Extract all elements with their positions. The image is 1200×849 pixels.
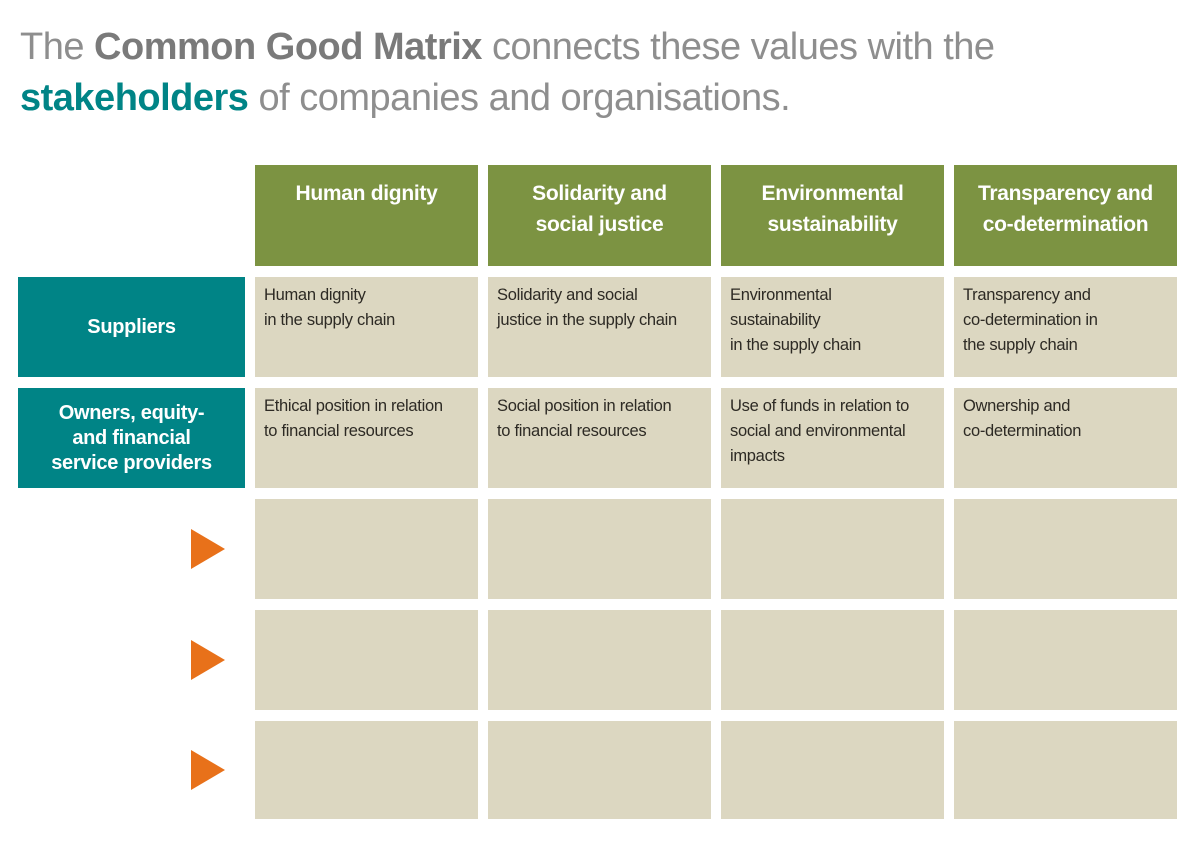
page-title: The Common Good Matrix connects these va…	[0, 0, 1200, 124]
matrix-cell-empty	[255, 721, 478, 819]
title-segment-accent: stakeholders	[20, 77, 249, 119]
matrix-cell-owners-transparency: Ownership and co-determination	[954, 388, 1177, 488]
title-segment: connects these values with the	[481, 26, 995, 68]
column-header-human-dignity: Human dignity	[255, 165, 478, 266]
row-header-arrow-2	[18, 610, 245, 710]
matrix-cell-owners-human-dignity: Ethical position in relation to financia…	[255, 388, 478, 488]
row-header-arrow-1	[18, 499, 245, 599]
corner-spacer	[18, 165, 245, 266]
common-good-matrix: Human dignity Solidarity and social just…	[18, 165, 1177, 819]
row-header-suppliers: Suppliers	[18, 277, 245, 377]
arrow-right-icon	[191, 529, 225, 569]
title-segment: The	[20, 26, 95, 68]
row-header-arrow-3	[18, 721, 245, 819]
matrix-cell-empty	[954, 499, 1177, 599]
column-header-environmental-sustainability: Environmental sustainability	[721, 165, 944, 266]
matrix-cell-empty	[721, 610, 944, 710]
column-header-solidarity-social-justice: Solidarity and social justice	[488, 165, 711, 266]
column-header-transparency-co-determination: Transparency and co-determination	[954, 165, 1177, 266]
matrix-cell-empty	[488, 721, 711, 819]
matrix-cell-empty	[954, 721, 1177, 819]
matrix-cell-owners-solidarity: Social position in relation to financial…	[488, 388, 711, 488]
matrix-cell-empty	[255, 499, 478, 599]
matrix-cell-empty	[954, 610, 1177, 710]
matrix-cell-empty	[255, 610, 478, 710]
arrow-right-icon	[191, 640, 225, 680]
row-header-owners-financial-providers: Owners, equity- and financial service pr…	[18, 388, 245, 488]
arrow-right-icon	[191, 750, 225, 790]
matrix-cell-empty	[721, 499, 944, 599]
title-segment: of companies and organisations.	[248, 77, 791, 119]
matrix-cell-suppliers-transparency: Transparency and co-determination in the…	[954, 277, 1177, 377]
matrix-cell-suppliers-solidarity: Solidarity and social justice in the sup…	[488, 277, 711, 377]
matrix-cell-suppliers-environment: Environmental sustainability in the supp…	[721, 277, 944, 377]
matrix-cell-owners-environment: Use of funds in relation to social and e…	[721, 388, 944, 488]
matrix-cell-empty	[488, 499, 711, 599]
title-segment-bold: Common Good Matrix	[94, 26, 482, 68]
matrix-cell-empty	[721, 721, 944, 819]
matrix-cell-suppliers-human-dignity: Human dignity in the supply chain	[255, 277, 478, 377]
matrix-cell-empty	[488, 610, 711, 710]
